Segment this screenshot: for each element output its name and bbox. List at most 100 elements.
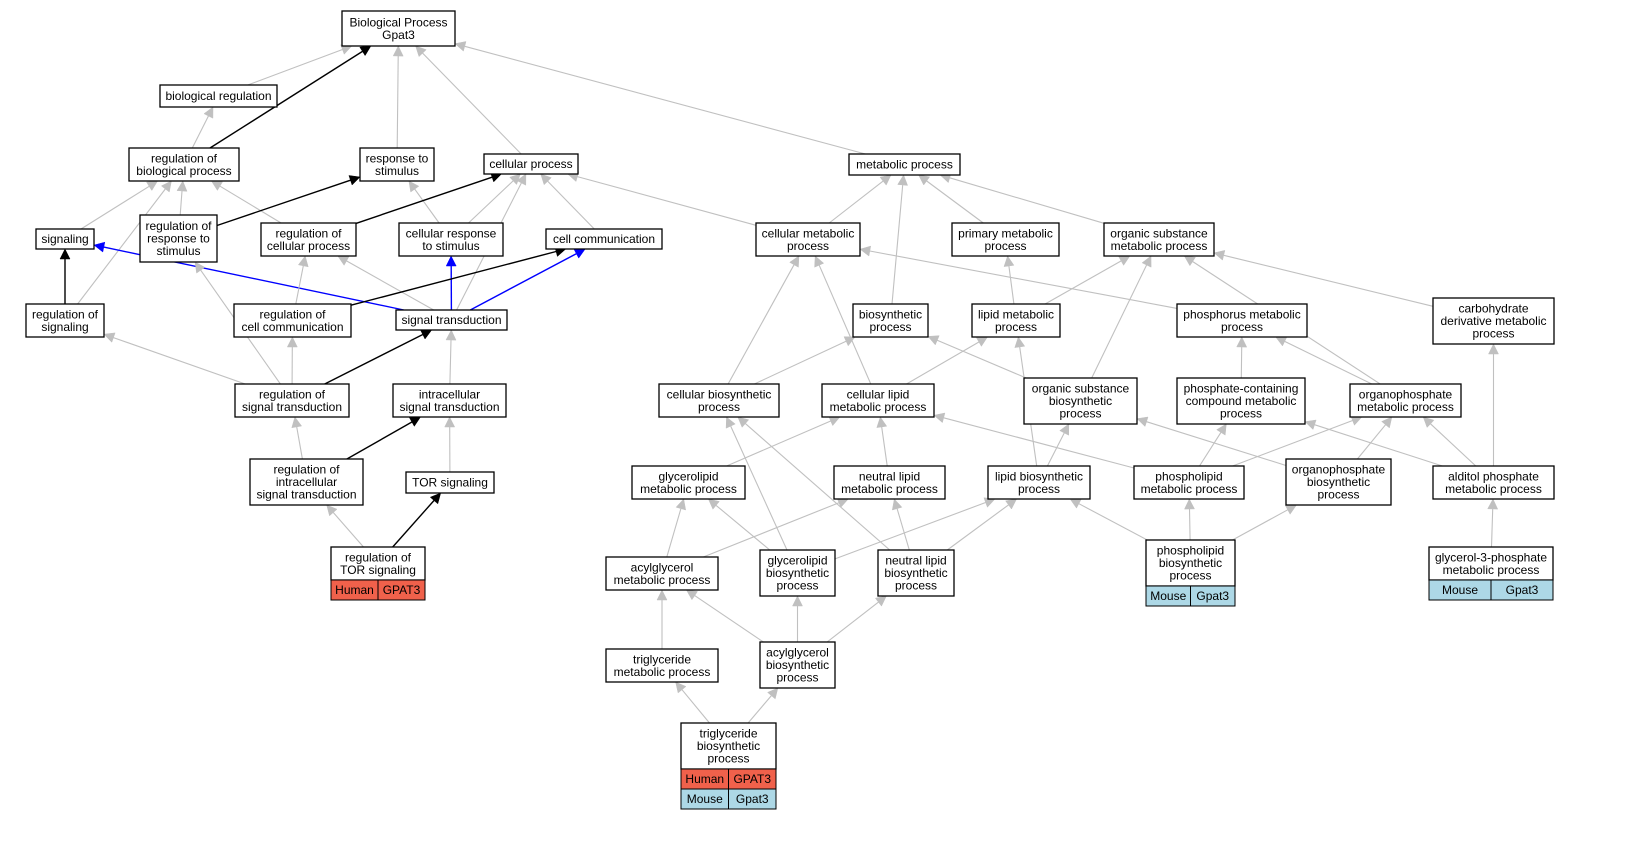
term-label: response to bbox=[366, 151, 429, 165]
edge-biolreg-to-bp bbox=[247, 44, 353, 86]
term-box bbox=[234, 383, 350, 418]
term-box bbox=[1428, 546, 1554, 581]
edge-line bbox=[681, 689, 710, 724]
term-label: biosynthetic bbox=[1159, 556, 1222, 570]
term-node-sigtrans[interactable]: signal transduction bbox=[395, 309, 508, 331]
edge-g3p-to-alditol bbox=[1487, 498, 1499, 548]
term-label: triglyceride bbox=[699, 727, 757, 741]
edge-line bbox=[332, 512, 364, 548]
edge-regresp-to-regbp bbox=[176, 180, 188, 216]
term-label: primary metabolic bbox=[958, 226, 1053, 240]
edge-sigtrans-to-cellresp bbox=[445, 255, 457, 311]
term-node-metab[interactable]: metabolic process bbox=[848, 153, 961, 176]
term-label: process bbox=[787, 239, 829, 253]
edge-line bbox=[1223, 254, 1434, 307]
term-label: regulation of bbox=[259, 387, 326, 401]
edge-line bbox=[1232, 419, 1353, 467]
gene-label: Gpat3 bbox=[736, 792, 769, 806]
term-box bbox=[1432, 297, 1555, 345]
arrowhead-icon bbox=[707, 498, 720, 510]
term-box bbox=[139, 214, 218, 263]
term-box bbox=[25, 303, 105, 338]
term-node-cellcomm[interactable]: cell communication bbox=[545, 228, 663, 250]
edge-line bbox=[834, 501, 986, 560]
term-label: cellular response bbox=[406, 226, 497, 240]
edge-line bbox=[350, 250, 557, 306]
term-box bbox=[1133, 465, 1245, 500]
term-label: regulation of bbox=[259, 307, 326, 321]
term-label: metabolic process bbox=[830, 400, 927, 414]
term-label: process bbox=[698, 400, 740, 414]
term-label: regulation of bbox=[273, 463, 340, 477]
term-label: process bbox=[1220, 407, 1262, 421]
term-node-signaling[interactable]: signaling bbox=[35, 228, 95, 250]
term-label: regulation of bbox=[151, 151, 218, 165]
term-box bbox=[545, 228, 663, 250]
term-node-torsig[interactable]: TOR signaling bbox=[405, 471, 495, 494]
edge-orgsubbio-to-orgsub bbox=[1091, 255, 1152, 379]
edge-cellproc-to-bp bbox=[415, 45, 522, 155]
arrowhead-icon bbox=[160, 180, 172, 193]
term-box bbox=[1176, 303, 1308, 338]
term-box bbox=[233, 303, 352, 338]
term-box bbox=[128, 147, 240, 182]
term-label: acylglycerol bbox=[631, 560, 694, 574]
edge-line bbox=[295, 265, 304, 305]
term-box bbox=[392, 383, 507, 418]
edge-line bbox=[826, 601, 879, 643]
arrowhead-icon bbox=[326, 504, 338, 517]
edge-phosphometab-to-celllipid bbox=[933, 412, 1135, 469]
arrowhead-icon bbox=[1136, 416, 1149, 427]
edge-line bbox=[1199, 432, 1222, 467]
edge-metab-to-bp bbox=[454, 41, 866, 155]
term-node-cellproc[interactable]: cellular process bbox=[483, 153, 579, 175]
term-node-biolreg[interactable]: biological regulation bbox=[159, 84, 278, 108]
edge-neutmetab-to-celllipid bbox=[876, 416, 888, 467]
arrowhead-icon bbox=[656, 589, 668, 601]
edge-regintra-to-regsigtrans bbox=[291, 416, 303, 460]
arrowhead-icon bbox=[408, 416, 421, 427]
term-label: stimulus bbox=[375, 164, 419, 178]
term-label: signal transduction bbox=[399, 400, 499, 414]
